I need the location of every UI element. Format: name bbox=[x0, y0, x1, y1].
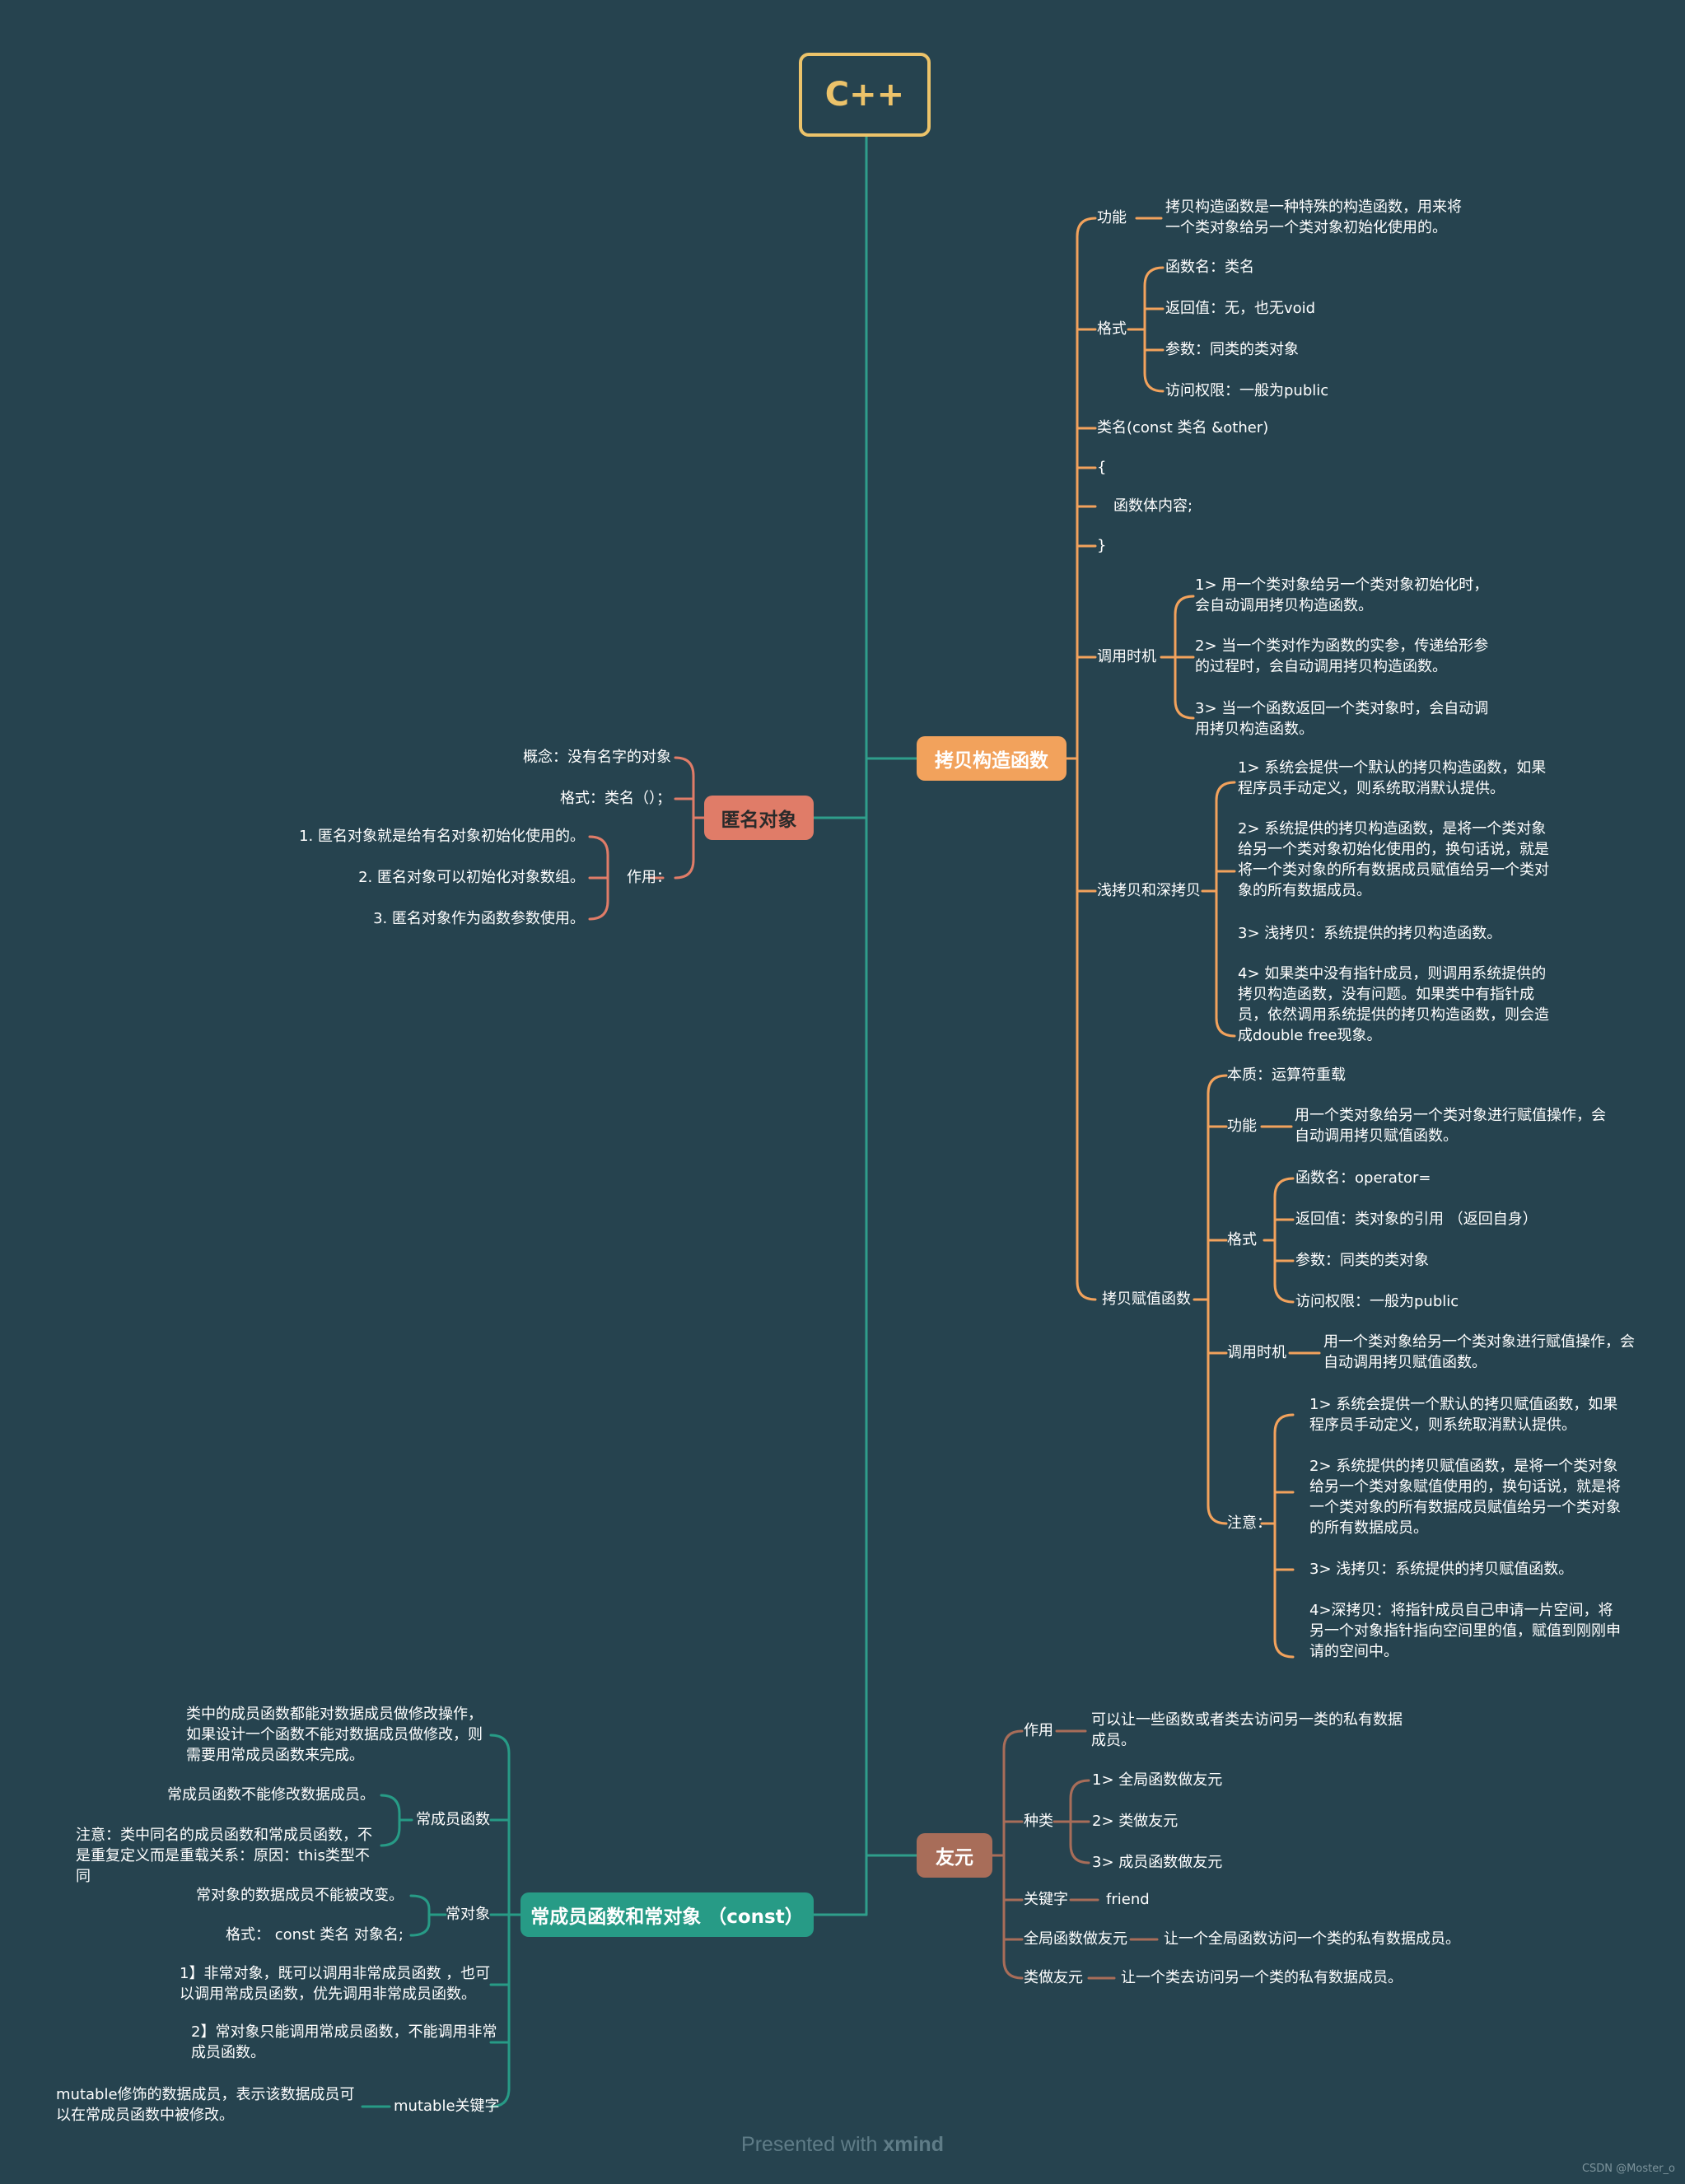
node-assign-essence[interactable]: 本质：运算符重载 bbox=[1227, 1066, 1346, 1084]
node-friend-kind-item[interactable]: 3> 成员函数做友元 bbox=[1092, 1854, 1223, 1871]
node-anon-use-item[interactable]: 2. 匿名对象可以初始化对象数组。 bbox=[358, 869, 585, 886]
node-timing-label[interactable]: 调用时机 bbox=[1097, 648, 1156, 665]
node-const-member-func-item[interactable]: 常成员函数不能修改数据成员。 bbox=[167, 1786, 375, 1804]
node-assign-label[interactable]: 拷贝赋值函数 bbox=[1102, 1290, 1191, 1308]
node-format-item[interactable]: 参数：同类的类对象 bbox=[1165, 341, 1299, 358]
node-friend-kind-label[interactable]: 种类 bbox=[1024, 1813, 1053, 1830]
node-assign-note-item[interactable]: 3> 浅拷贝：系统提供的拷贝赋值函数。 bbox=[1309, 1561, 1574, 1578]
node-function-text[interactable]: 拷贝构造函数是一种特殊的构造函数，用来将一个类对象给另一个类对象初始化使用的。 bbox=[1165, 198, 1462, 236]
node-assign-note-item[interactable]: 4>深拷贝：将指针成员自己申请一片空间，将另一个对象指针指向空间里的值，赋值到刚… bbox=[1309, 1602, 1621, 1660]
topic-friend[interactable]: 友元 bbox=[917, 1833, 992, 1878]
node-format-item[interactable]: 函数名：类名 bbox=[1165, 259, 1254, 276]
node-anon-format[interactable]: 格式：类名（）； bbox=[560, 790, 671, 807]
topic-const[interactable]: 常成员函数和常对象 （const） bbox=[520, 1892, 814, 1937]
node-const-rule[interactable]: 2】常对象只能调用常成员函数，不能调用非常成员函数。 bbox=[191, 2023, 497, 2061]
node-const-obj-item[interactable]: 格式： const 类名 对象名; bbox=[226, 1926, 404, 1944]
node-const-mutable-label[interactable]: mutable关键字 bbox=[394, 2098, 500, 2115]
node-anon-use-label[interactable]: 作用： bbox=[627, 869, 671, 886]
node-timing-item[interactable]: 2> 当一个类对作为函数的实参，传递给形参的过程时，会自动调用拷贝构造函数。 bbox=[1195, 637, 1489, 675]
node-friend-keyword-label[interactable]: 关键字 bbox=[1024, 1891, 1068, 1908]
node-friend-global-text[interactable]: 让一个全局函数访问一个类的私有数据成员。 bbox=[1164, 1930, 1460, 1948]
node-assign-note-item[interactable]: 1> 系统会提供一个默认的拷贝赋值函数，如果程序员手动定义，则系统取消默认提供。 bbox=[1309, 1396, 1618, 1434]
node-code-line[interactable]: { bbox=[1097, 459, 1107, 476]
node-const-member-func-label[interactable]: 常成员函数 bbox=[416, 1811, 490, 1828]
node-assign-note-label[interactable]: 注意： bbox=[1227, 1514, 1272, 1532]
node-anon-concept[interactable]: 概念：没有名字的对象 bbox=[523, 749, 671, 766]
node-assign-format-item[interactable]: 返回值：类对象的引用 （返回自身） bbox=[1295, 1211, 1538, 1228]
root-topic[interactable]: C++ bbox=[799, 53, 931, 137]
node-shallow-deep-item[interactable]: 3> 浅拷贝：系统提供的拷贝构造函数。 bbox=[1238, 925, 1502, 942]
node-timing-item[interactable]: 1> 用一个类对象给另一个类对象初始化时，会自动调用拷贝构造函数。 bbox=[1195, 576, 1489, 614]
topic-anonymous-object[interactable]: 匿名对象 bbox=[704, 796, 814, 840]
watermark: CSDN @Moster_o bbox=[1581, 2163, 1675, 2175]
node-const-rule[interactable]: 1】非常对象，既可以调用非常成员函数 ，也可以调用常成员函数，优先调用非常成员函… bbox=[180, 1965, 491, 2003]
node-const-obj-label[interactable]: 常对象 bbox=[446, 1906, 490, 1923]
node-assign-function-label[interactable]: 功能 bbox=[1227, 1118, 1257, 1135]
node-shallow-deep-item[interactable]: 4> 如果类中没有指针成员，则调用系统提供的拷贝构造函数，没有问题。如果类中有指… bbox=[1238, 965, 1549, 1044]
node-shallow-deep-item[interactable]: 1> 系统会提供一个默认的拷贝构造函数，如果程序员手动定义，则系统取消默认提供。 bbox=[1238, 759, 1547, 797]
node-const-mutable-text[interactable]: mutable修饰的数据成员，表示该数据成员可以在常成员函数中被修改。 bbox=[56, 2086, 355, 2124]
node-friend-kind-item[interactable]: 2> 类做友元 bbox=[1092, 1813, 1179, 1830]
node-format-label[interactable]: 格式 bbox=[1097, 320, 1127, 338]
node-friend-keyword-text[interactable]: friend bbox=[1106, 1891, 1150, 1908]
node-anon-use-item[interactable]: 3. 匿名对象作为函数参数使用。 bbox=[373, 910, 585, 927]
node-const-obj-item[interactable]: 常对象的数据成员不能被改变。 bbox=[196, 1887, 404, 1904]
xmind-logo: xmind bbox=[883, 2133, 944, 2156]
node-assign-timing-text[interactable]: 用一个类对象给另一个类对象进行赋值操作，会自动调用拷贝赋值函数。 bbox=[1323, 1333, 1635, 1371]
node-format-item[interactable]: 返回值：无，也无void bbox=[1165, 300, 1316, 317]
node-function-label[interactable]: 功能 bbox=[1097, 209, 1127, 226]
node-assign-format-label[interactable]: 格式 bbox=[1227, 1231, 1257, 1248]
node-assign-format-item[interactable]: 参数：同类的类对象 bbox=[1295, 1252, 1429, 1269]
node-code-line[interactable]: 函数体内容; bbox=[1113, 497, 1193, 515]
footer-credit: Presented with xmind bbox=[0, 2133, 1685, 2157]
node-friend-class-text[interactable]: 让一个类去访问另一个类的私有数据成员。 bbox=[1121, 1969, 1403, 1986]
node-friend-use-text[interactable]: 可以让一些函数或者类去访问另一类的私有数据成员。 bbox=[1091, 1711, 1403, 1749]
node-friend-use-label[interactable]: 作用 bbox=[1024, 1722, 1053, 1739]
node-assign-timing-label[interactable]: 调用时机 bbox=[1227, 1344, 1286, 1361]
node-friend-class-label[interactable]: 类做友元 bbox=[1024, 1969, 1083, 1986]
node-friend-global-label[interactable]: 全局函数做友元 bbox=[1024, 1930, 1127, 1948]
node-timing-item[interactable]: 3> 当一个函数返回一个类对象时，会自动调用拷贝构造函数。 bbox=[1195, 700, 1489, 738]
node-code-line[interactable]: 类名(const 类名 &other) bbox=[1097, 419, 1269, 436]
node-shallow-deep-label[interactable]: 浅拷贝和深拷贝 bbox=[1097, 882, 1201, 899]
footer-prefix: Presented with bbox=[741, 2133, 878, 2156]
node-assign-note-item[interactable]: 2> 系统提供的拷贝赋值函数，是将一个类对象给另一个类对象赋值使用的，换句话说，… bbox=[1309, 1458, 1621, 1537]
topic-copy-constructor[interactable]: 拷贝构造函数 bbox=[917, 736, 1067, 781]
node-const-intro[interactable]: 类中的成员函数都能对数据成员做修改操作，如果设计一个函数不能对数据成员做修改，则… bbox=[186, 1706, 483, 1764]
node-friend-kind-item[interactable]: 1> 全局函数做友元 bbox=[1092, 1771, 1223, 1789]
node-assign-function-text[interactable]: 用一个类对象给另一个类对象进行赋值操作，会自动调用拷贝赋值函数。 bbox=[1295, 1107, 1606, 1145]
node-code-line[interactable]: } bbox=[1097, 537, 1107, 554]
node-assign-format-item[interactable]: 函数名：operator= bbox=[1295, 1169, 1431, 1187]
node-anon-use-item[interactable]: 1. 匿名对象就是给有名对象初始化使用的。 bbox=[299, 828, 585, 845]
node-format-item[interactable]: 访问权限：一般为public bbox=[1165, 382, 1329, 399]
node-const-member-func-item[interactable]: 注意：类中同名的成员函数和常成员函数，不是重复定义而是重载关系：原因：this类… bbox=[76, 1827, 372, 1885]
node-shallow-deep-item[interactable]: 2> 系统提供的拷贝构造函数，是将一个类对象给另一个类对象初始化使用的，换句话说… bbox=[1238, 820, 1549, 899]
node-assign-format-item[interactable]: 访问权限：一般为public bbox=[1295, 1293, 1459, 1310]
